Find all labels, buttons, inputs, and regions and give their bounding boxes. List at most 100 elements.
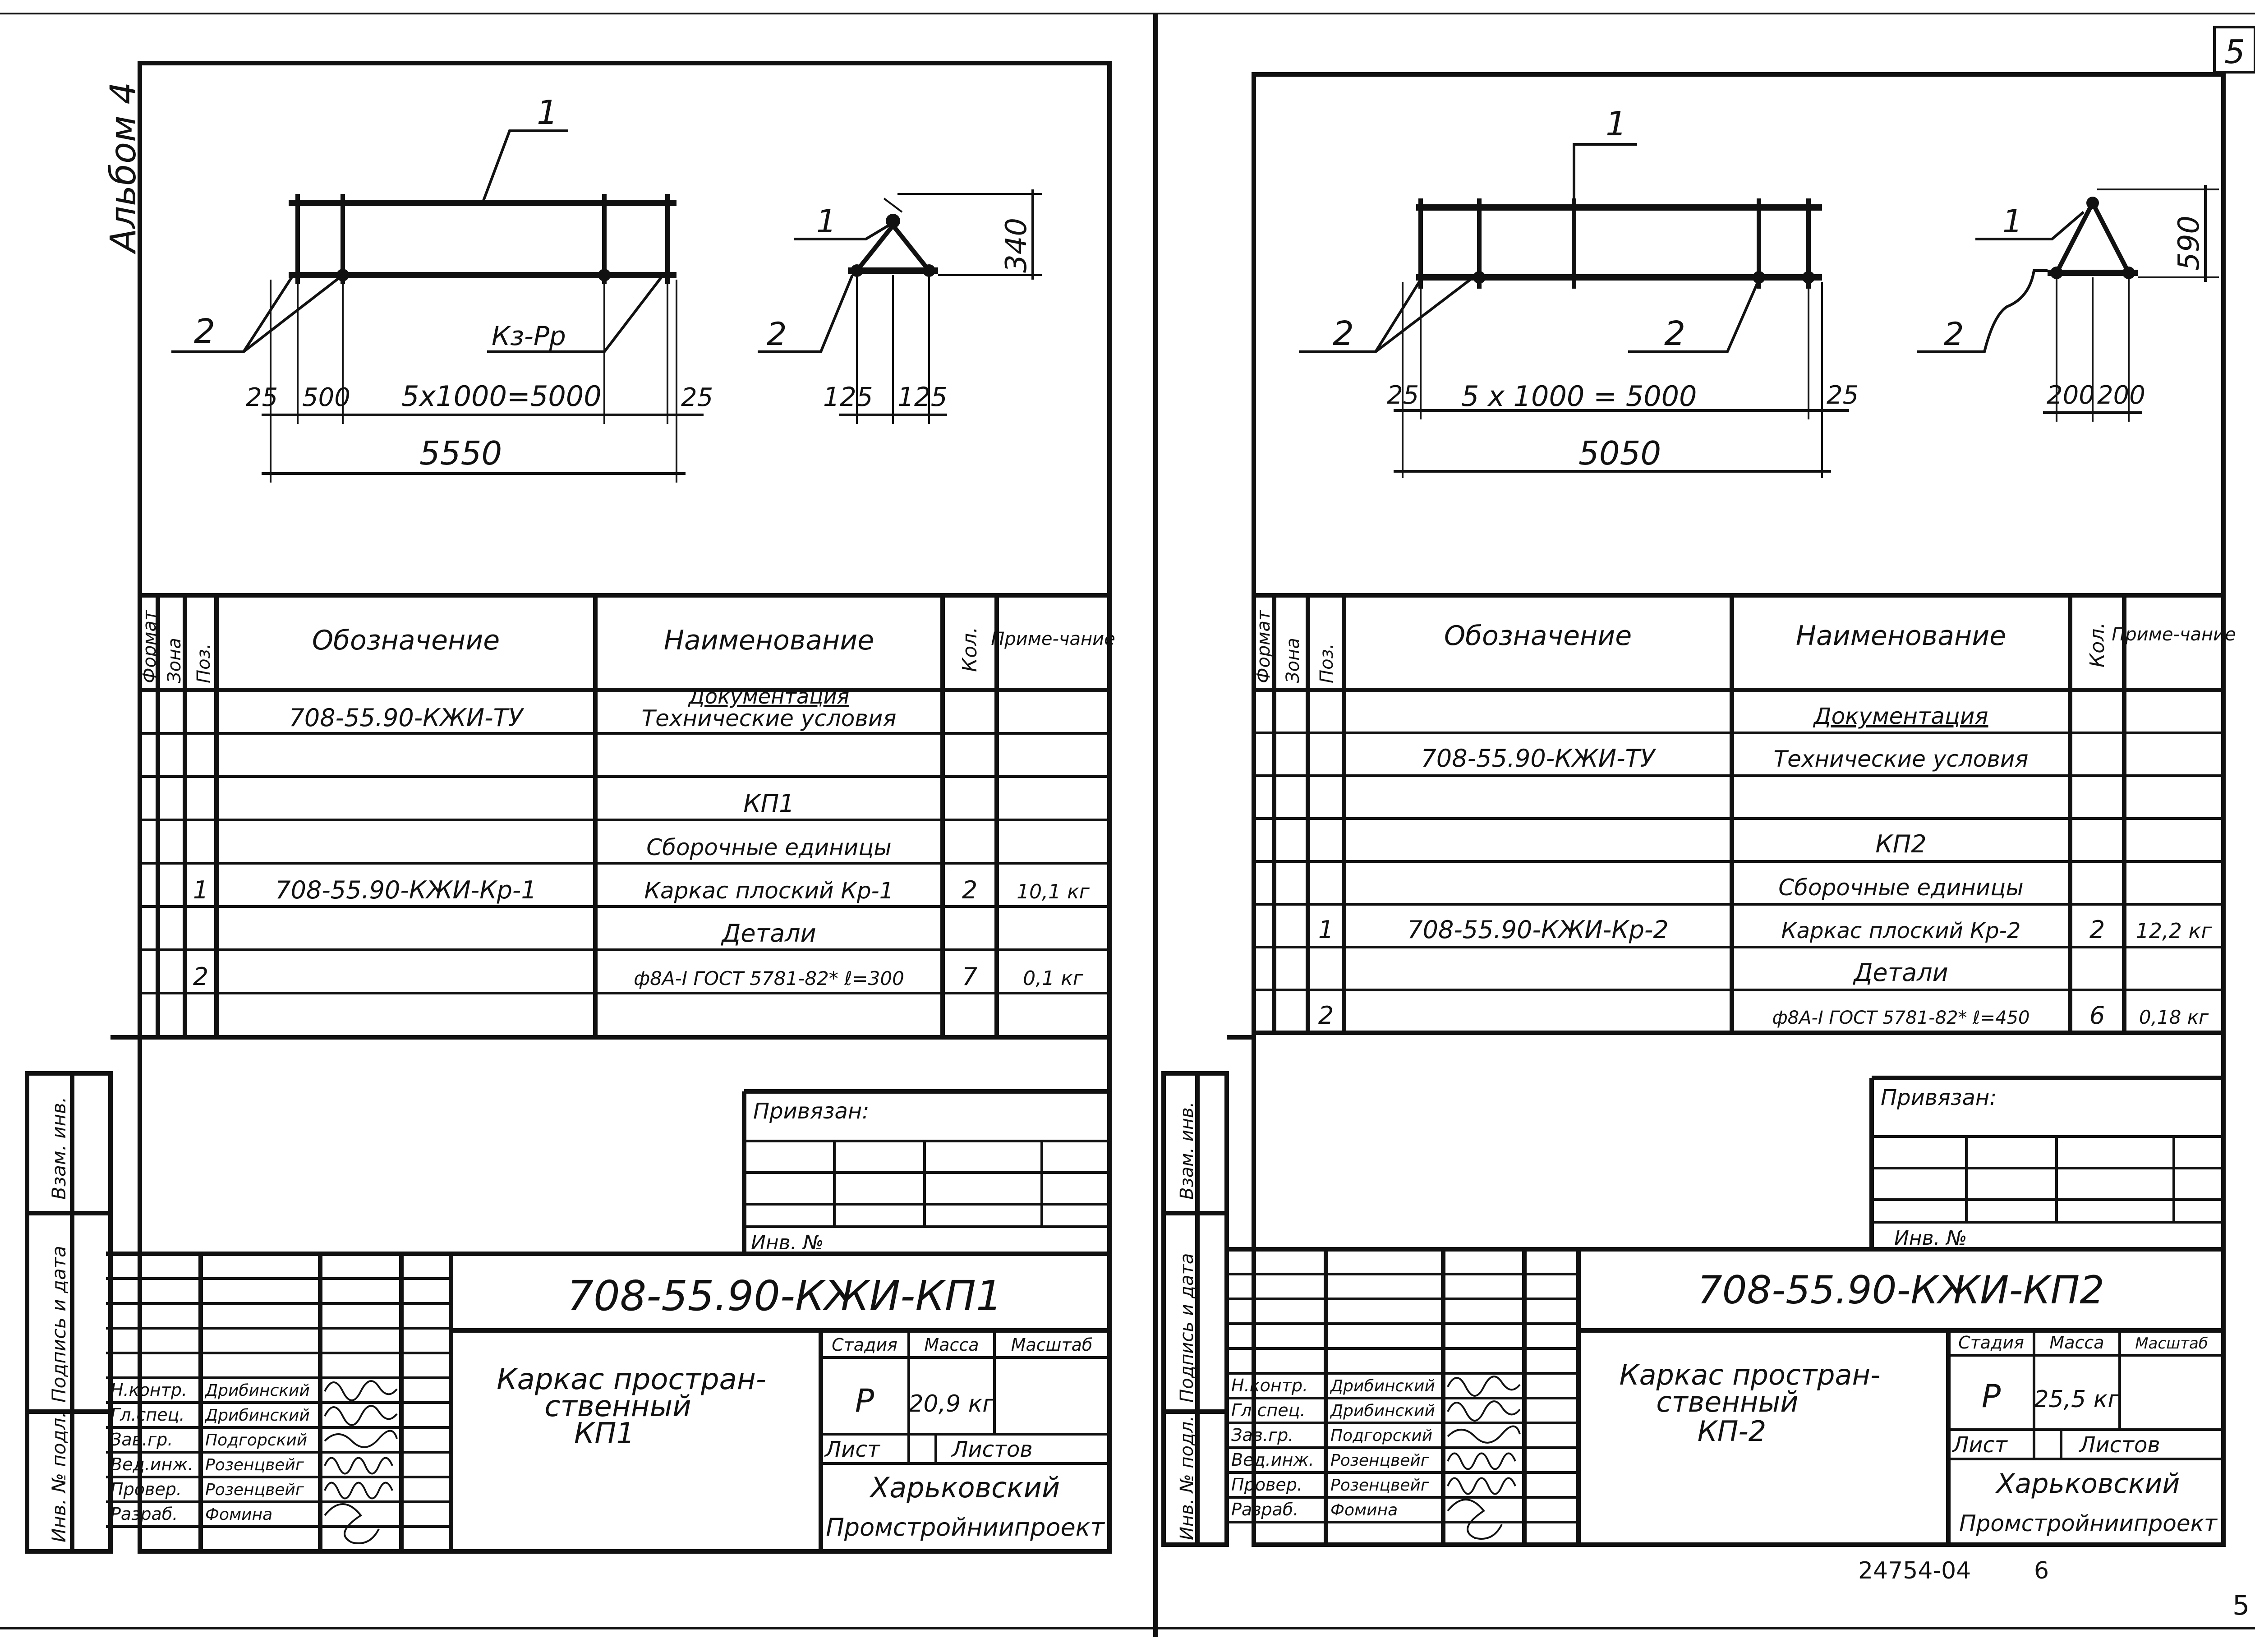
leader-pos2: [1299, 278, 1471, 353]
dim-25a: 25: [1387, 381, 1419, 410]
left-privyazan: Привязан: Инв. №: [742, 1089, 1109, 1254]
section-node: [2086, 197, 2099, 209]
page-number: 5: [2224, 33, 2245, 71]
section-dim-h: 590: [2172, 216, 2206, 271]
role-label: Разраб.: [110, 1504, 178, 1524]
section-dim-w1: 125: [823, 382, 873, 412]
role-name: Фомина: [1330, 1501, 1398, 1519]
side-signature-date: Подпись и дата: [1177, 1253, 1197, 1403]
cell-name: Каркас плоский Кр-2: [1781, 918, 2021, 943]
tb-stage-h: Стадия: [832, 1335, 897, 1355]
spec-rows: Документация 708-55.90-КЖИ-ТУ Технически…: [193, 684, 1090, 991]
tb-scale-h: Масштаб: [2135, 1334, 2208, 1353]
plan-pos2: 2: [194, 312, 215, 351]
role-name: Дрибинский: [1330, 1377, 1435, 1395]
table-row: 708-55.90-КЖИ-ТУ Технические условия: [289, 704, 897, 732]
tb-doc-code: 708-55.90-КЖИ-КП2: [1698, 1268, 2104, 1313]
corner-page-number: 5: [2232, 1590, 2250, 1621]
page-number-box: [2213, 26, 2255, 74]
tb-object-name-3: КП-2: [1698, 1415, 1766, 1448]
cell-designation: 708-55.90-КЖИ-ТУ: [289, 704, 525, 732]
section-node: [2050, 267, 2063, 279]
side-replace-inv: Взам. инв.: [48, 1097, 70, 1200]
table-row: Документация: [1813, 703, 1988, 729]
cell-name: ф8А-I ГОСТ 5781-82* ℓ=450: [1772, 1008, 2030, 1028]
cell-name: Документация: [688, 684, 849, 709]
hdr-note: Приме-чание: [2112, 624, 2236, 645]
tb-object-name-2: ственный: [544, 1390, 691, 1423]
section-dim-w1: 200: [2047, 381, 2095, 410]
hdr-qty: Кол.: [2086, 622, 2109, 667]
section-leader-1: [1975, 211, 2085, 240]
cell-name: КП2: [1875, 830, 1926, 858]
signature: [324, 1380, 398, 1401]
plan-pos2b: 2: [1664, 314, 1685, 353]
hdr-note: Приме-чание: [991, 629, 1115, 649]
weld-point: [1802, 271, 1815, 284]
right-spec-table: Формат Зона Поз. Обозначение Наименовани…: [1253, 593, 2236, 1035]
signature: [324, 1457, 393, 1475]
tb-doc-code: 708-55.90-КЖИ-КП1: [567, 1272, 1003, 1320]
privyazan-title: Привязан:: [753, 1099, 869, 1124]
row-lines: [1254, 732, 2223, 991]
section-node: [2122, 267, 2135, 279]
role-name: Дрибинский: [204, 1381, 310, 1400]
right-title-block: Н.контр. Дрибинский Гл.спец. Дрибинский …: [1227, 1247, 2223, 1545]
bottom-sheet: 6: [2034, 1557, 2049, 1584]
section-pos1: 1: [816, 203, 837, 240]
cell-pos: 2: [193, 962, 208, 991]
table-row: КП2: [1875, 830, 1926, 858]
hdr-designation: Обозначение: [1444, 620, 1632, 652]
role-label: Гл.спец.: [110, 1405, 185, 1425]
tb-object-name-1: Каркас простран-: [497, 1363, 766, 1396]
role-name: Розенцвейг: [1330, 1476, 1430, 1495]
cell-name: КП1: [743, 789, 794, 818]
right-frame: [1252, 72, 2226, 1547]
cell-name: Технические условия: [1774, 746, 2029, 772]
hdr-name: Наименование: [664, 625, 874, 656]
signature: [1447, 1452, 1516, 1470]
tb-sign-grid: [1227, 1249, 1578, 1545]
section-tick: [883, 198, 903, 213]
weld-point: [598, 269, 611, 281]
side-stamp-frame: [25, 1071, 113, 1554]
table-row: 1 708-55.90-КЖИ-Кр-1 Каркас плоский Кр-1…: [193, 876, 1090, 904]
cell-qty: 6: [2089, 1001, 2105, 1030]
tb-mass: 25,5 кг: [2034, 1386, 2120, 1413]
table-row: Сборочные единицы: [1778, 874, 2024, 901]
leader-pos2c: [1628, 279, 1760, 353]
cell-note: 12,2 кг: [2136, 919, 2213, 943]
section-pos1: 1: [2002, 203, 2023, 240]
weld-point: [1753, 271, 1765, 284]
privyazan-inv: Инв. №: [1894, 1227, 1967, 1250]
right-plan-view: 1 2 2 25 5 x 1000 = 5000 25 5050: [1299, 105, 1859, 478]
role-label: Зав.гр.: [1231, 1425, 1293, 1445]
left-section-view: 340 1 2 125 125: [758, 189, 1042, 424]
left-spec-table: Формат Зона Поз. Обозначение Наименовани…: [139, 593, 1115, 1040]
plan-pos1: 1: [537, 93, 558, 132]
hdr-format: Формат: [1253, 609, 1274, 683]
signature: [1447, 1499, 1503, 1540]
hdr-designation: Обозначение: [312, 625, 500, 656]
section-node: [851, 264, 863, 277]
left-title-block: Н.контр. Дрибинский Гл.спец. Дрибинский …: [106, 1252, 1109, 1551]
album-label: Альбом 4: [103, 82, 144, 255]
right-side-stamp: Взам. инв. Подпись и дата Инв. № подл.: [1161, 1071, 1229, 1547]
role-label: Вед.инж.: [1231, 1450, 1314, 1470]
hdr-zone: Зона: [1283, 638, 1303, 683]
tb-mass-h: Масса: [2049, 1333, 2104, 1353]
dim-500: 500: [302, 383, 350, 412]
table-row: Детали: [1853, 958, 1948, 987]
dim-25b: 25: [681, 383, 713, 412]
section-leg-left: [855, 224, 895, 272]
tb-stage: Р: [1982, 1378, 2001, 1415]
signature: [1447, 1425, 1521, 1444]
signature: [324, 1503, 380, 1544]
cell-designation: 708-55.90-КЖИ-Кр-2: [1407, 916, 1668, 944]
table-row: Документация: [688, 684, 849, 709]
side-replace-inv: Взам. инв.: [1177, 1102, 1197, 1200]
table-row: 1 708-55.90-КЖИ-Кр-2 Каркас плоский Кр-2…: [1318, 916, 2213, 944]
hdr-zone: Зона: [164, 638, 185, 683]
tb-roles: Н.контр. Дрибинский Гл.спец. Дрибинский …: [110, 1380, 310, 1524]
table-row: 2 ф8А-I ГОСТ 5781-82* ℓ=300 7 0,1 кг: [193, 962, 1084, 991]
